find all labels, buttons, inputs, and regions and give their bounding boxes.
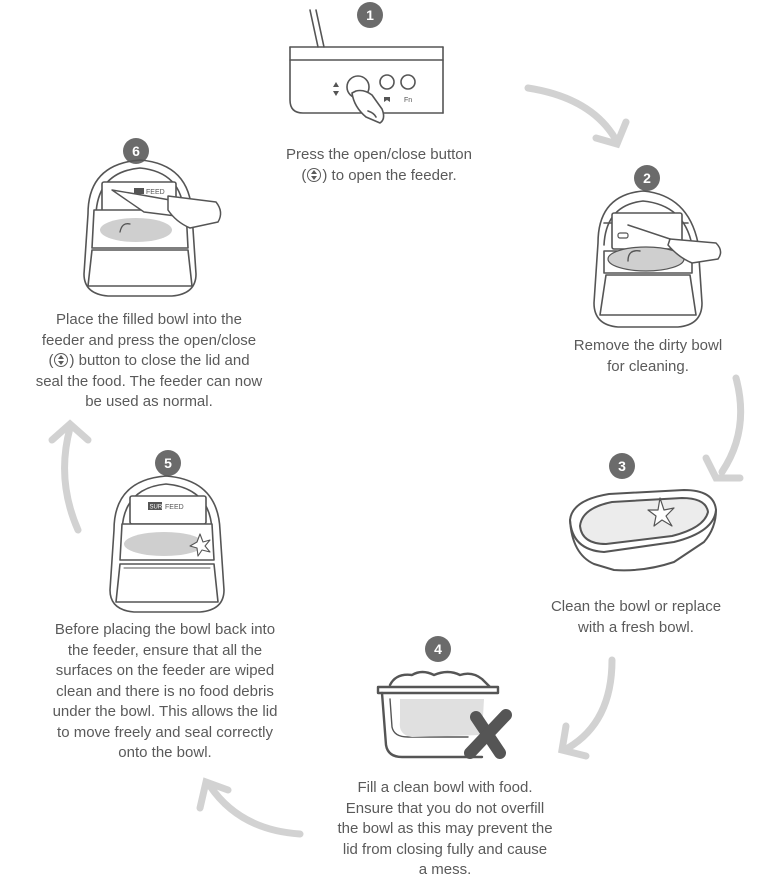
arrow-5-to-6-head (48, 419, 92, 444)
arrow-4-to-5-head (196, 777, 232, 812)
step-2-caption: Remove the dirty bowl for cleaning. (573, 337, 723, 375)
step-6-caption-open-paren: ( (48, 352, 54, 369)
step-6-caption-line3: ) button to close the lid and (69, 352, 250, 369)
fill-bowl-illustration (376, 670, 512, 759)
step-4-badge: 4 (425, 636, 451, 662)
step-5-badge: 5 (155, 450, 181, 476)
clean-feeder-illustration: SURE FEED (109, 475, 225, 613)
arrow-4-to-5 (206, 782, 304, 838)
arrow-1-to-2 (524, 84, 620, 144)
step-1-caption-open-paren: ( (301, 166, 307, 184)
arrow-5-to-6 (61, 424, 82, 534)
arrow-2-to-3-head (702, 454, 744, 482)
step-4-caption: Fill a clean bowl with food. Ensure that… (337, 779, 553, 878)
arrow-3-to-4 (564, 656, 616, 752)
step-6-caption-rest: seal the food. The feeder can now be use… (35, 372, 263, 411)
step-2-badge: 2 (634, 165, 660, 191)
remove-bowl-illustration (593, 190, 722, 328)
step-3-badge: 3 (609, 453, 635, 479)
step-1-caption: Press the open/close button ( ) to open t… (266, 145, 492, 186)
step-6-caption: Place the filled bowl into the feeder an… (24, 310, 274, 413)
open-close-button-icon (307, 167, 322, 182)
clean-bowl-illustration (569, 489, 717, 572)
feeder-brand-sure: SURE (150, 505, 167, 511)
arrow-2-to-3 (718, 374, 745, 476)
step-1-caption-line2: ) to open the feeder. (322, 166, 457, 184)
fn-button-label: Fn (404, 97, 412, 104)
arrow-3-to-4-head (558, 722, 590, 760)
feeder-brand-feed-6: FEED (146, 189, 165, 196)
step-3-caption: Clean the bowl or replace with a fresh b… (550, 598, 722, 636)
arrow-1-to-2-head (592, 118, 630, 149)
feeder-buttons-illustration: Fn (289, 9, 444, 124)
step-6-caption-line1: Place the filled bowl into the (56, 311, 242, 328)
feeder-brand-feed: FEED (165, 504, 184, 511)
step-1-caption-line1: Press the open/close button (286, 146, 472, 163)
insert-bowl-illustration: FEED (83, 159, 222, 297)
step-1-badge: 1 (357, 2, 383, 28)
open-close-button-icon-6 (54, 353, 69, 367)
step-5-caption: Before placing the bowl back into the fe… (52, 621, 278, 761)
step-6-caption-line2: feeder and press the open/close (41, 331, 257, 349)
